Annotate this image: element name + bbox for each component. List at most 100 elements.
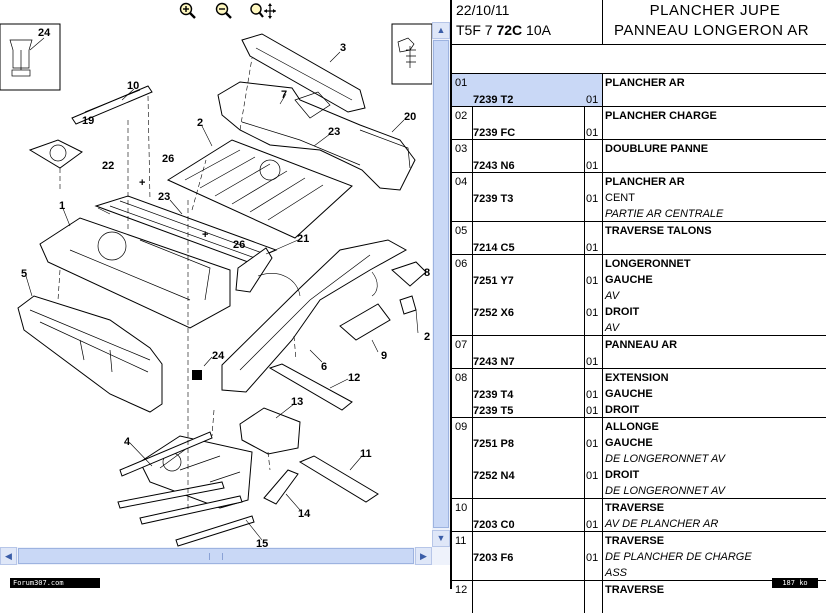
part-description: TRAVERSE TALONS (605, 225, 712, 237)
part-description: TRAVERSE (605, 584, 665, 596)
part-description: PLANCHER CHARGE (605, 110, 717, 122)
part-description: CENT (605, 192, 635, 204)
part-description: DROIT (605, 306, 640, 318)
callout-1: 1 (59, 200, 65, 212)
part-description: ASS (605, 567, 628, 579)
part-reference[interactable]: 7252 N4 (473, 470, 515, 482)
parts-table: 01 PLANCHER AR 7239 T2 01 02 PLANCHER CHARGE 7… (452, 73, 826, 613)
part-description: AV (605, 322, 620, 334)
callout-13: 13 (291, 396, 303, 408)
horizontal-scroll-thumb[interactable] (18, 548, 414, 564)
part-description: TRAVERSE (605, 535, 665, 547)
pane-divider[interactable] (450, 0, 452, 589)
callout-24b: 24 (212, 350, 225, 362)
table-cell (472, 222, 585, 254)
part-24-marker (192, 370, 202, 380)
forum-watermark: Forum307.com (10, 578, 100, 588)
part-reference[interactable]: 7203 F6 (473, 552, 514, 564)
part-quantity: 01 (586, 519, 599, 531)
row-index: 08 (455, 372, 468, 384)
callout-6: 6 (321, 361, 327, 373)
part-reference[interactable]: 7203 C0 (473, 519, 515, 531)
part-3 (241, 33, 366, 113)
part-6 (221, 239, 408, 393)
part-reference[interactable]: 7214 C5 (473, 242, 515, 254)
table-cell (452, 173, 473, 221)
table-cell (452, 336, 473, 368)
row-index: 11 (455, 535, 467, 547)
zoom-out-icon[interactable] (214, 1, 234, 21)
part-reference[interactable]: 7239 T5 (473, 405, 514, 417)
header-code: T5F 7 72C 10A (456, 22, 551, 38)
scroll-down-icon[interactable]: ▼ (432, 530, 450, 547)
table-cell (584, 140, 603, 172)
scroll-up-icon[interactable]: ▲ (432, 22, 450, 39)
part-description: LONGERONNET (605, 258, 691, 270)
callout-4: 4 (124, 436, 131, 448)
callout-26: 26 (162, 153, 174, 165)
part-description: AV DE PLANCHER AR (605, 518, 719, 530)
part-reference[interactable]: 7251 Y7 (473, 275, 514, 287)
header-date: 22/10/11 (456, 2, 510, 18)
table-cell (472, 255, 585, 335)
callout-8: 8 (424, 267, 430, 279)
part-1 (39, 217, 231, 329)
diagram-pane: + + 1 2 3 4 5 6 7 8 9 10 11 12 13 14 15 … (0, 1, 450, 588)
part-7 (217, 81, 416, 191)
part-description: PLANCHER AR (605, 77, 685, 89)
zoom-in-icon[interactable] (178, 1, 198, 21)
parts-list-pane: 22/10/11 T5F 7 72C 10A PLANCHER JUPE PAN… (452, 0, 826, 613)
part-quantity: 01 (586, 275, 599, 287)
callout-12: 12 (348, 372, 360, 384)
pan-zoom-icon[interactable] (249, 1, 277, 21)
scroll-right-icon[interactable]: ▶ (415, 547, 432, 565)
plus-marker: + (139, 177, 145, 189)
row-index: 06 (455, 258, 468, 270)
table-cell (584, 222, 603, 254)
code-bold: 72C (496, 22, 523, 38)
part-reference[interactable]: 7243 N7 (473, 356, 515, 368)
part-reference[interactable]: 7243 N6 (473, 160, 515, 172)
table-cell (584, 532, 603, 580)
part-reference[interactable]: 7239 T3 (473, 193, 514, 205)
vertical-scrollbar[interactable]: ▲ ▼ (432, 22, 450, 547)
exploded-parts-diagram[interactable]: + + 1 2 3 4 5 6 7 8 9 10 11 12 13 14 15 … (0, 22, 433, 550)
callout-11: 11 (360, 448, 372, 460)
table-cell (584, 107, 603, 139)
row-index: 02 (455, 110, 468, 122)
horizontal-scrollbar[interactable]: ◀ ▶ (0, 547, 432, 565)
part-description: DROIT (605, 404, 640, 416)
parts-header: 22/10/11 T5F 7 72C 10A PLANCHER JUPE PAN… (452, 0, 826, 45)
callout-3: 3 (340, 42, 346, 54)
table-cell (472, 581, 585, 613)
vertical-scroll-thumb[interactable] (433, 40, 449, 528)
part-15 (117, 481, 255, 547)
callout-9: 9 (381, 350, 387, 362)
part-reference[interactable]: 7252 X6 (473, 307, 514, 319)
table-cell (584, 255, 603, 335)
part-reference[interactable]: 7239 T2 (473, 94, 514, 106)
scrollbar-corner (432, 547, 450, 565)
scroll-left-icon[interactable]: ◀ (0, 547, 17, 565)
row-index: 09 (455, 421, 468, 433)
part-reference[interactable]: 7251 P8 (473, 438, 514, 450)
part-12 (268, 363, 353, 411)
callout-7: 7 (281, 89, 287, 101)
callout-20: 20 (404, 111, 416, 123)
part-reference[interactable]: 7239 T4 (473, 389, 514, 401)
part-description: DROIT (605, 469, 640, 481)
row-index: 07 (455, 339, 468, 351)
part-reference[interactable]: 7239 FC (473, 127, 516, 139)
